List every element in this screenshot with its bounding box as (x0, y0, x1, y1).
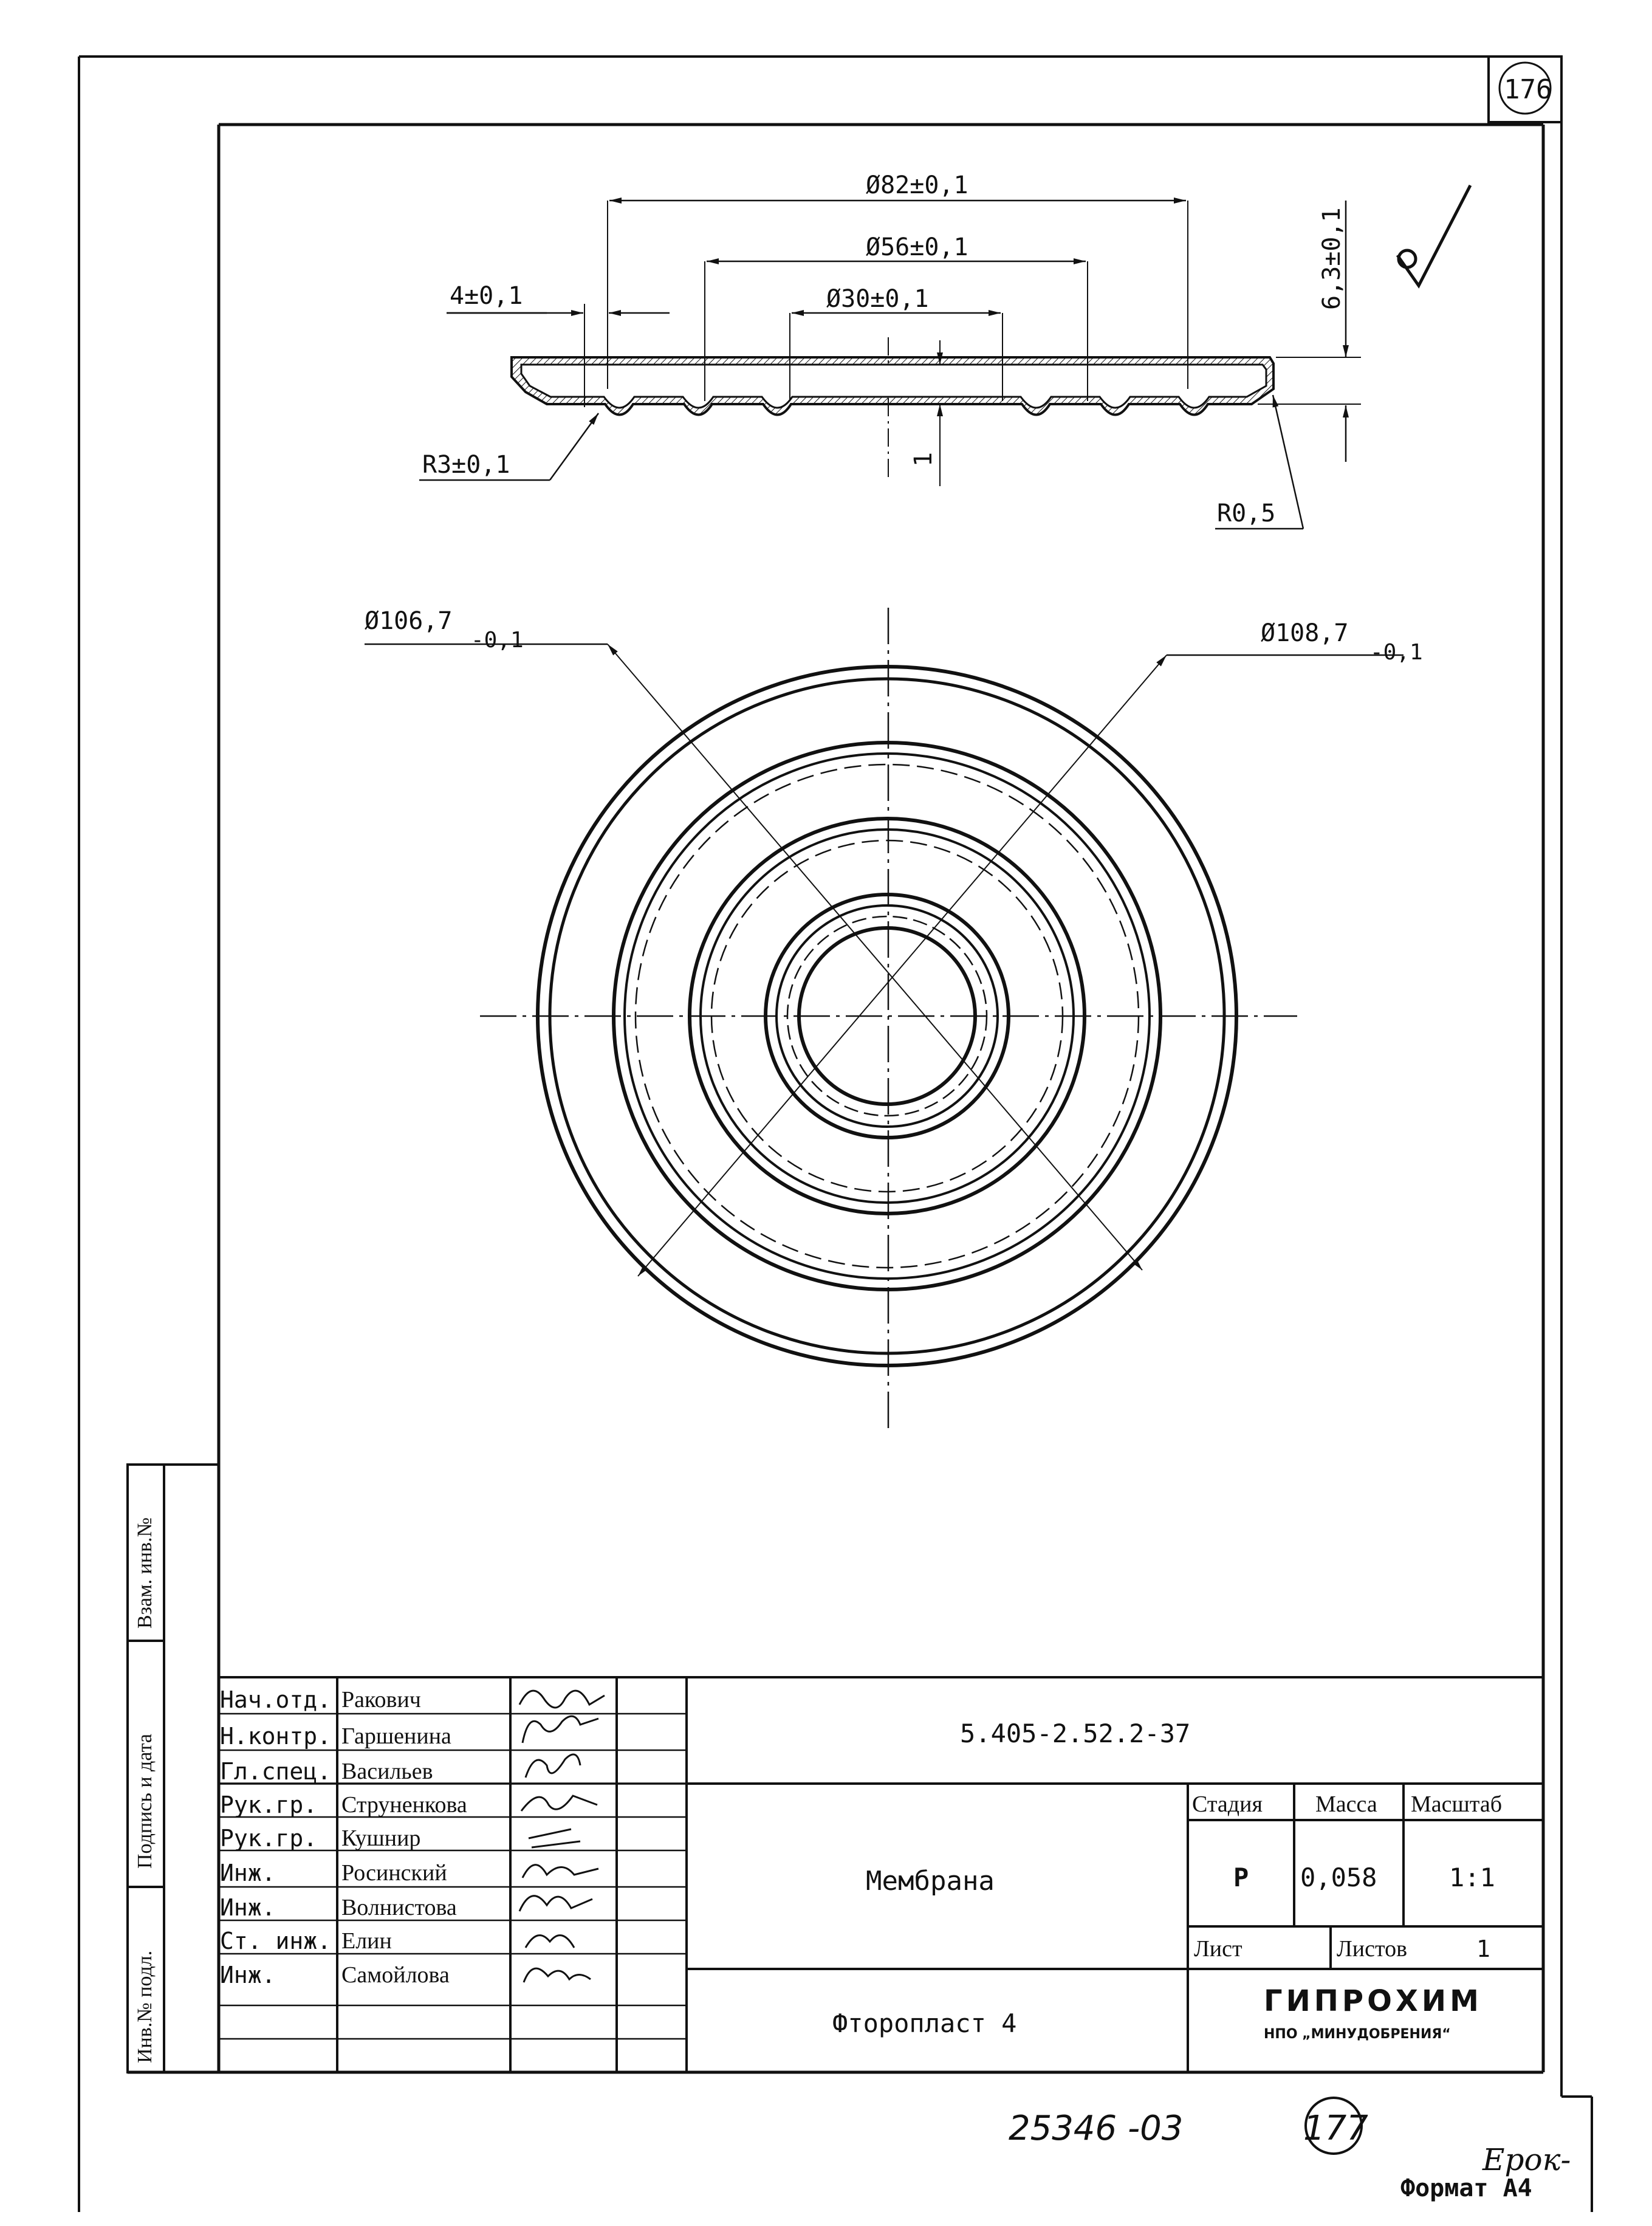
staff-role: Рук.гр. (220, 1825, 318, 1852)
dim-h63: 6,3±0,1 (1318, 207, 1346, 310)
side-stamp-frame (126, 1463, 219, 2073)
dim-d108-tol: -0,1 (1370, 640, 1423, 665)
document-code: 5.405-2.52.2-37 (960, 1719, 1191, 1748)
scale-value: 1:1 (1449, 1863, 1495, 1892)
staff-name: Струненкова (341, 1792, 467, 1818)
staff-role: Инж. (220, 1860, 276, 1886)
bottom-sheet-number: 177 (1303, 2109, 1368, 2148)
material: Фторопласт 4 (832, 2008, 1017, 2038)
dim-d30: Ø30±0,1 (826, 285, 929, 313)
staff-name: Росинский (341, 1860, 447, 1886)
dim-d56: Ø56±0,1 (866, 233, 968, 261)
org-subtitle: НПО „МИНУДОБРЕНИЯ“ (1264, 2027, 1451, 2042)
dim-r3: R3±0,1 (422, 451, 510, 479)
dim-d82: Ø82±0,1 (866, 171, 968, 199)
dim-t1: 1 (910, 452, 937, 467)
dim-d106: Ø106,7 (365, 607, 453, 635)
dim-d108: Ø108,7 (1261, 619, 1349, 647)
staff-name: Волнистова (341, 1895, 457, 1920)
org-name: ГИПРОХИМ (1264, 1984, 1482, 2018)
title-block-grid (219, 1676, 1543, 2072)
archive-number: 25346 -03 (1009, 2109, 1184, 2148)
staff-name: Ракович (341, 1687, 421, 1712)
sheet-number: 176 (1504, 74, 1552, 105)
staff-role: Рук.гр. (220, 1791, 318, 1818)
staff-name: Кушнир (341, 1826, 421, 1851)
mass-label: Масса (1315, 1791, 1377, 1817)
side-label-bottom: Инв.№ подл. (134, 1950, 156, 2063)
bottom-sheet-circle (1304, 2097, 1363, 2155)
stage-value: Р (1233, 1863, 1249, 1892)
part-name: Мембрана (866, 1866, 995, 1897)
staff-role: Инж. (220, 1962, 276, 1988)
scale-label: Масштаб (1411, 1791, 1503, 1817)
sheets-label: Листов (1337, 1936, 1408, 1962)
top-sheet-circle (1498, 61, 1552, 115)
section-view (419, 198, 1361, 530)
corner-scribble: Ерок- (1482, 2142, 1571, 2177)
side-label-middle: Подпись и дата (134, 1734, 156, 1869)
plan-view (365, 608, 1404, 1434)
staff-role: Н.контр. (220, 1723, 332, 1750)
dim-4: 4±0,1 (450, 282, 523, 310)
dim-d106-tol: -0,1 (471, 628, 524, 653)
staff-role: Инж. (220, 1894, 276, 1921)
staff-name: Гаршенина (341, 1723, 451, 1749)
side-label-top: Взам. инв.№ (134, 1517, 156, 1629)
format-label: Формат А4 (1400, 2174, 1532, 2202)
staff-name: Самойлова (341, 1962, 450, 1988)
mass-value: 0,058 (1300, 1863, 1377, 1892)
surface-finish-symbol (1396, 184, 1472, 289)
staff-role: Гл.спец. (220, 1758, 332, 1785)
staff-role: Ст. инж. (220, 1928, 332, 1954)
sheet-label: Лист (1194, 1936, 1242, 1962)
staff-name: Васильев (341, 1759, 433, 1784)
stage-label: Стадия (1192, 1791, 1263, 1817)
dimension-labels: Ø82±0,1 Ø56±0,1 Ø30±0,1 4±0,1 R3±0,1 R0,… (365, 171, 1423, 665)
staff-role: Нач.отд. (220, 1686, 332, 1713)
dim-r05: R0,5 (1217, 500, 1275, 527)
sheets-value: 1 (1476, 1936, 1490, 1962)
sheet-border (78, 55, 1593, 2212)
inner-frame (128, 123, 1545, 2074)
staff-name: Елин (341, 1928, 392, 1954)
signatures (518, 1689, 605, 1983)
